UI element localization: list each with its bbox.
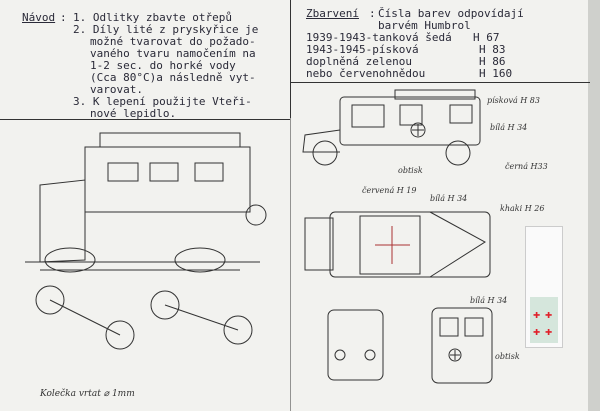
painting-intro: Čísla barev odpovídají bbox=[378, 7, 524, 20]
annotation: obtisk bbox=[398, 166, 423, 175]
instruction-line: varovat. bbox=[90, 83, 143, 96]
annotation: černá H33 bbox=[505, 162, 548, 171]
instructions-heading: Návod bbox=[22, 11, 56, 24]
annotation: bílá H 34 bbox=[490, 123, 528, 132]
instruction-line: nové lepidlo. bbox=[90, 107, 177, 120]
color-label: 1939-1943-tanková šedá bbox=[306, 31, 452, 44]
colon: : bbox=[60, 11, 67, 24]
instruction-line: 2. Díly lité z pryskyřice je bbox=[73, 23, 259, 36]
instruction-line: 3. K lepení použijte Vteři- bbox=[73, 95, 252, 108]
top-view-vehicle bbox=[304, 211, 491, 278]
front-rear-views bbox=[327, 307, 493, 384]
red-cross-decal: ✚ bbox=[545, 307, 553, 321]
side-view-vehicle bbox=[302, 89, 481, 166]
colon: : bbox=[369, 7, 376, 20]
color-label: doplněná zelenou bbox=[306, 55, 412, 68]
decal-sheet: ✚ ✚ ✚ ✚ bbox=[525, 226, 563, 348]
painting-heading: Zbarvení bbox=[306, 7, 359, 20]
instruction-line: 1. Odlitky zbavte otřepů bbox=[73, 11, 232, 24]
annotation: bílá H 34 bbox=[430, 194, 468, 203]
divider bbox=[290, 82, 590, 83]
color-code: H 86 bbox=[479, 55, 506, 68]
red-cross-decal: ✚ bbox=[533, 307, 541, 321]
divider bbox=[290, 0, 291, 118]
instruction-line: možné tvarovat do požado- bbox=[90, 35, 256, 48]
annotation: písková H 83 bbox=[487, 96, 540, 105]
painting-intro: barvém Humbrol bbox=[378, 19, 471, 32]
annotation: obtisk bbox=[495, 352, 520, 361]
axles-wheels bbox=[35, 285, 253, 350]
instruction-line: (Cca 80°C)a následně vyt- bbox=[90, 71, 256, 84]
annotation: Kolečka vrtat ⌀ 1mm bbox=[40, 389, 135, 399]
color-code: H 83 bbox=[479, 43, 506, 56]
scan-edge bbox=[588, 0, 600, 411]
annotation: bílá H 34 bbox=[470, 296, 508, 305]
annotation: khaki H 26 bbox=[500, 204, 545, 213]
exploded-body bbox=[25, 132, 267, 273]
color-label: nebo červenohnědou bbox=[306, 67, 426, 80]
color-label: 1943-1945-písková bbox=[306, 43, 419, 56]
red-cross-decal: ✚ bbox=[533, 324, 541, 338]
divider bbox=[290, 82, 291, 411]
divider bbox=[0, 119, 290, 120]
color-code: H 67 bbox=[473, 31, 500, 44]
red-cross-decal: ✚ bbox=[545, 324, 553, 338]
instruction-line: 1-2 sec. do horké vody bbox=[90, 59, 236, 72]
decal-panel: ✚ ✚ ✚ ✚ bbox=[530, 297, 558, 343]
color-code: H 160 bbox=[479, 67, 513, 80]
annotation: červená H 19 bbox=[362, 186, 417, 195]
instruction-line: vaného tvaru namočením na bbox=[90, 47, 256, 60]
